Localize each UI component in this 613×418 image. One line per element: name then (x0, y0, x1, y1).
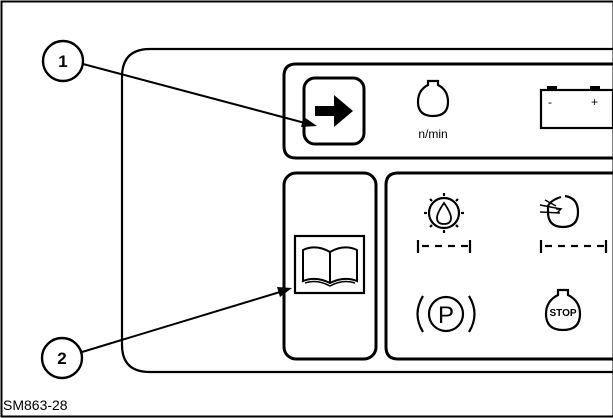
parking-brake-letter: P (438, 302, 454, 329)
callout-2-leader (81, 291, 281, 353)
arrow-indicator-frame (302, 76, 366, 146)
callout-2-number: 2 (57, 349, 66, 368)
callout-2-circle (40, 336, 84, 380)
parking-brake-icon (416, 295, 476, 333)
engine-stop-icon (544, 288, 582, 332)
callout-1-arrowhead (301, 117, 317, 127)
engine-speed-icon (416, 79, 450, 118)
engine-stop-label: STOP (549, 308, 576, 319)
figure-code: SM863-28 (3, 397, 68, 413)
manual-book-icon (293, 234, 366, 295)
warning-lights-panel (384, 171, 613, 361)
dashboard-outer-panel (120, 47, 613, 374)
coolant-temperature-icon (539, 194, 608, 253)
callout-2-arrowhead (277, 287, 292, 297)
battery-minus-sign: - (548, 95, 552, 109)
callout-1-circle (41, 39, 85, 83)
callout-1-number: 1 (58, 52, 67, 71)
oil-pressure-warning-icon (416, 193, 472, 253)
top-indicator-strip (282, 62, 613, 160)
arrow-right-icon (315, 95, 353, 127)
callout-2 (40, 287, 292, 380)
callout-1-leader (82, 63, 306, 124)
battery-icon (539, 86, 613, 130)
arrow-indicator (302, 76, 366, 146)
manual-panel (282, 171, 378, 361)
engine-speed-unit: n/min (418, 127, 447, 141)
battery-plus-sign: + (591, 95, 598, 109)
callout-1 (41, 39, 317, 127)
